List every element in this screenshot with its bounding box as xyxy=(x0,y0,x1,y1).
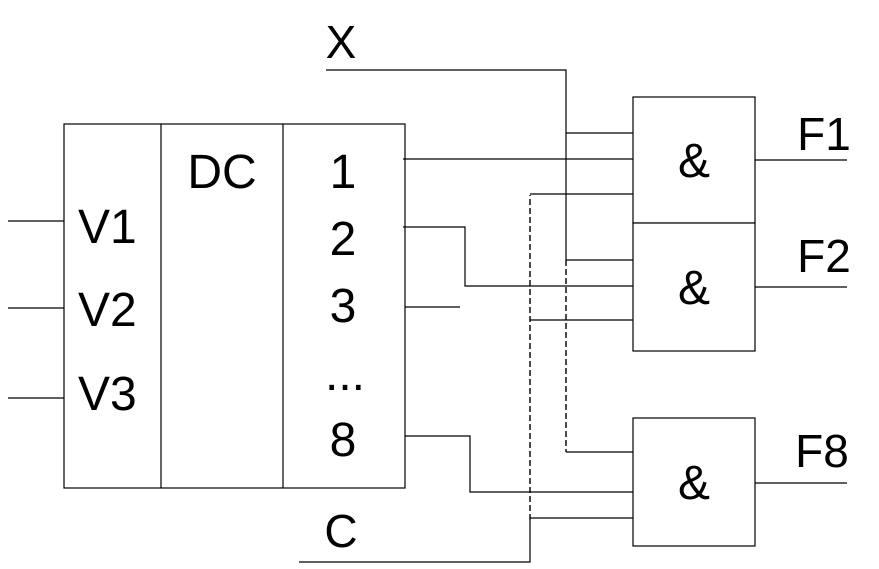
signal-x: X xyxy=(326,16,633,453)
signal-x-wire xyxy=(326,69,567,260)
decoder-output-label-1: 1 xyxy=(330,146,357,199)
decoder-title: DC xyxy=(187,146,256,199)
output-wire-8 xyxy=(405,435,633,493)
decoder-input-wires xyxy=(8,220,64,399)
output-wire-2 xyxy=(403,226,633,287)
and-gate-f1: & F1 xyxy=(632,96,851,224)
signal-c-wire xyxy=(299,520,531,563)
signal-x-label: X xyxy=(326,16,357,68)
and-gate-f2-body xyxy=(632,222,756,352)
decoder-output-label-8: 8 xyxy=(330,414,357,467)
decoder-input-label-v1: V1 xyxy=(78,201,137,254)
signal-c: C xyxy=(299,193,633,563)
and-gate-f8: & F8 xyxy=(632,417,849,547)
and-gate-f8-symbol: & xyxy=(678,457,710,510)
decoder-output-wires xyxy=(403,158,633,493)
and-gate-f1-output-label: F1 xyxy=(797,108,851,160)
decoder-outline xyxy=(63,123,406,489)
and-gate-f8-output-label: F8 xyxy=(795,425,849,477)
and-gate-f2: & F2 xyxy=(632,222,851,352)
and-gate-f2-output-label: F2 xyxy=(797,230,851,282)
decoder-block: DC V1 V2 V3 1 2 3 ... 8 xyxy=(63,123,406,489)
decoder-output-label-3: 3 xyxy=(330,280,357,333)
decoder-output-label-ellipsis: ... xyxy=(325,348,365,401)
and-gate-f1-symbol: & xyxy=(678,135,710,188)
decoder-input-label-v3: V3 xyxy=(78,368,137,421)
decoder-input-label-v2: V2 xyxy=(78,284,137,337)
signal-c-label: C xyxy=(324,505,357,557)
and-gate-f2-symbol: & xyxy=(678,262,710,315)
decoder-output-label-2: 2 xyxy=(330,213,357,266)
and-gate-f8-body xyxy=(632,417,756,547)
